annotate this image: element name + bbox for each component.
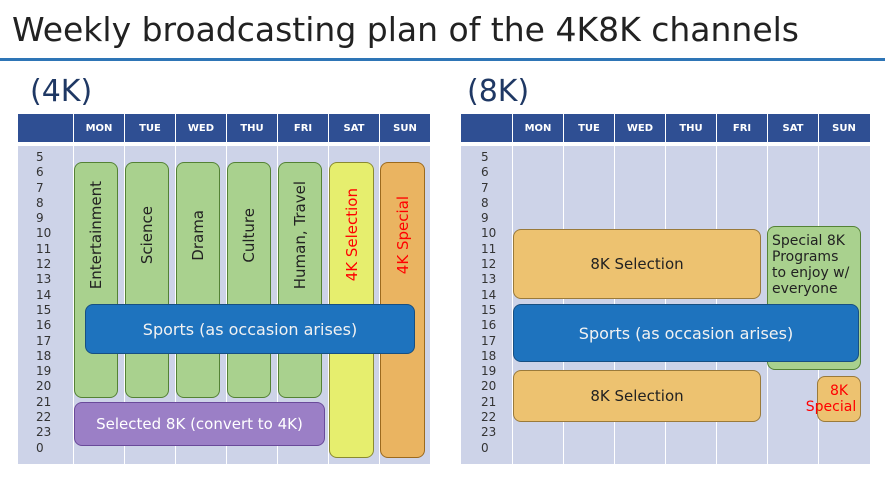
page-title: Weekly broadcasting plan of the 4K8K cha…: [12, 10, 799, 49]
block-8k-selection-bottom: 8K Selection: [513, 370, 761, 422]
day-wed: WED: [175, 114, 226, 142]
day-mon: MON: [512, 114, 563, 142]
day-sat: SAT: [328, 114, 379, 142]
day-tue: TUE: [124, 114, 175, 142]
day-sat: SAT: [767, 114, 818, 142]
day-thu: THU: [226, 114, 277, 142]
section-label-8k: (8K): [467, 74, 530, 109]
day-fri: FRI: [277, 114, 328, 142]
day-sun: SUN: [818, 114, 869, 142]
day-mon: MON: [73, 114, 124, 142]
block-sports-4k: Sports (as occasion arises): [85, 304, 415, 354]
section-label-4k: (4K): [30, 74, 93, 109]
day-header-row: [18, 114, 430, 142]
block-8k-special: 8K Special: [806, 376, 861, 422]
block-culture: Culture: [227, 162, 271, 398]
block-science: Science: [125, 162, 169, 398]
block-8k-selection-top: 8K Selection: [513, 229, 761, 299]
day-wed: WED: [614, 114, 665, 142]
day-sun: SUN: [379, 114, 430, 142]
block-sports-8k: Sports (as occasion arises): [513, 304, 859, 362]
block-selected-8k: Selected 8K (convert to 4K): [74, 402, 325, 446]
block-entertainment: Entertainment: [74, 162, 118, 398]
day-tue: TUE: [563, 114, 614, 142]
block-drama: Drama: [176, 162, 220, 398]
title-divider: [0, 58, 885, 61]
day-thu: THU: [665, 114, 716, 142]
day-fri: FRI: [716, 114, 767, 142]
block-human-travel: Human, Travel: [278, 162, 322, 398]
